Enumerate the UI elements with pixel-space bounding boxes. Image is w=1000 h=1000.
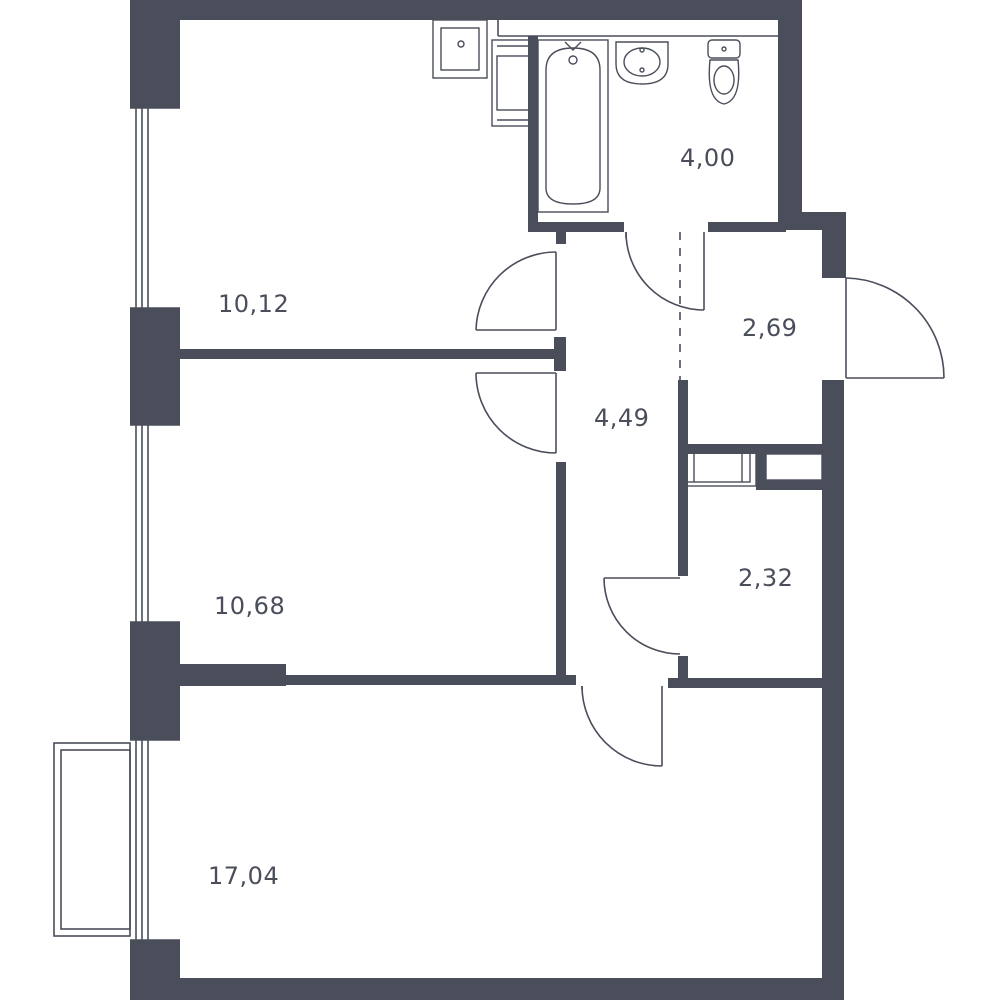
wall-bath-bottom-right	[708, 222, 786, 232]
wall-right-upper	[778, 0, 802, 212]
wall-room1-room2-jamb	[554, 337, 566, 371]
wall-right-lower	[822, 380, 844, 1000]
thin-partitions	[497, 20, 778, 380]
wall-right-jamb	[822, 212, 846, 278]
area-entrance-hall: 2,69	[742, 314, 797, 342]
wall-storage-bottom	[668, 678, 822, 688]
door-entrance	[845, 277, 945, 379]
window-2	[130, 424, 180, 623]
wall-storage-top	[678, 444, 822, 454]
window-3	[130, 739, 180, 941]
bathtub-icon	[537, 39, 609, 213]
area-hallway: 4,49	[594, 404, 649, 432]
exterior-walls	[130, 0, 846, 1000]
wall-storage-mid	[756, 444, 766, 490]
windows	[130, 107, 180, 941]
wall-storage-top2	[756, 480, 822, 490]
washbasin-icon	[615, 41, 669, 85]
wall-room2-room3	[280, 675, 576, 685]
door-room2	[475, 372, 557, 454]
wall-bath-bottom-left	[528, 222, 624, 232]
door-room1	[475, 251, 557, 331]
area-bathroom: 4,00	[680, 144, 735, 172]
interior-walls	[180, 36, 822, 688]
door-room3	[581, 685, 663, 767]
duct-icon	[765, 453, 823, 481]
stove-icon	[491, 39, 537, 127]
fixtures	[432, 19, 823, 487]
wall-left-top	[130, 0, 180, 108]
wall-left-mid2	[130, 622, 180, 740]
wall-room1-room2	[180, 349, 558, 359]
door-bathroom	[625, 231, 705, 311]
doors	[475, 231, 945, 767]
shelf-icon	[679, 447, 757, 487]
wall-room2-room3-thick	[180, 664, 286, 686]
sink-kitchen-icon	[432, 19, 488, 79]
window-1	[130, 107, 180, 309]
wall-left-mid1	[130, 308, 180, 425]
wall-storage-left-top	[678, 380, 688, 490]
wall-bottom	[130, 978, 844, 1000]
area-room-1: 10,12	[218, 290, 289, 318]
door-storage	[603, 577, 681, 655]
wall-storage-jamb	[678, 656, 688, 678]
room-labels: 10,12 10,68 17,04 4,00 4,49 2,69 2,32	[208, 144, 797, 890]
wall-top	[130, 0, 802, 20]
wall-storage-left-bottom	[678, 490, 688, 576]
wall-bath-jamb	[556, 232, 566, 244]
area-room-2: 10,68	[214, 592, 285, 620]
area-storage: 2,32	[738, 564, 793, 592]
toilet-icon	[707, 39, 741, 105]
area-room-3: 17,04	[208, 862, 279, 890]
wall-bath-left	[528, 36, 538, 232]
balcony	[53, 742, 131, 937]
wall-room2-hall	[556, 462, 566, 684]
